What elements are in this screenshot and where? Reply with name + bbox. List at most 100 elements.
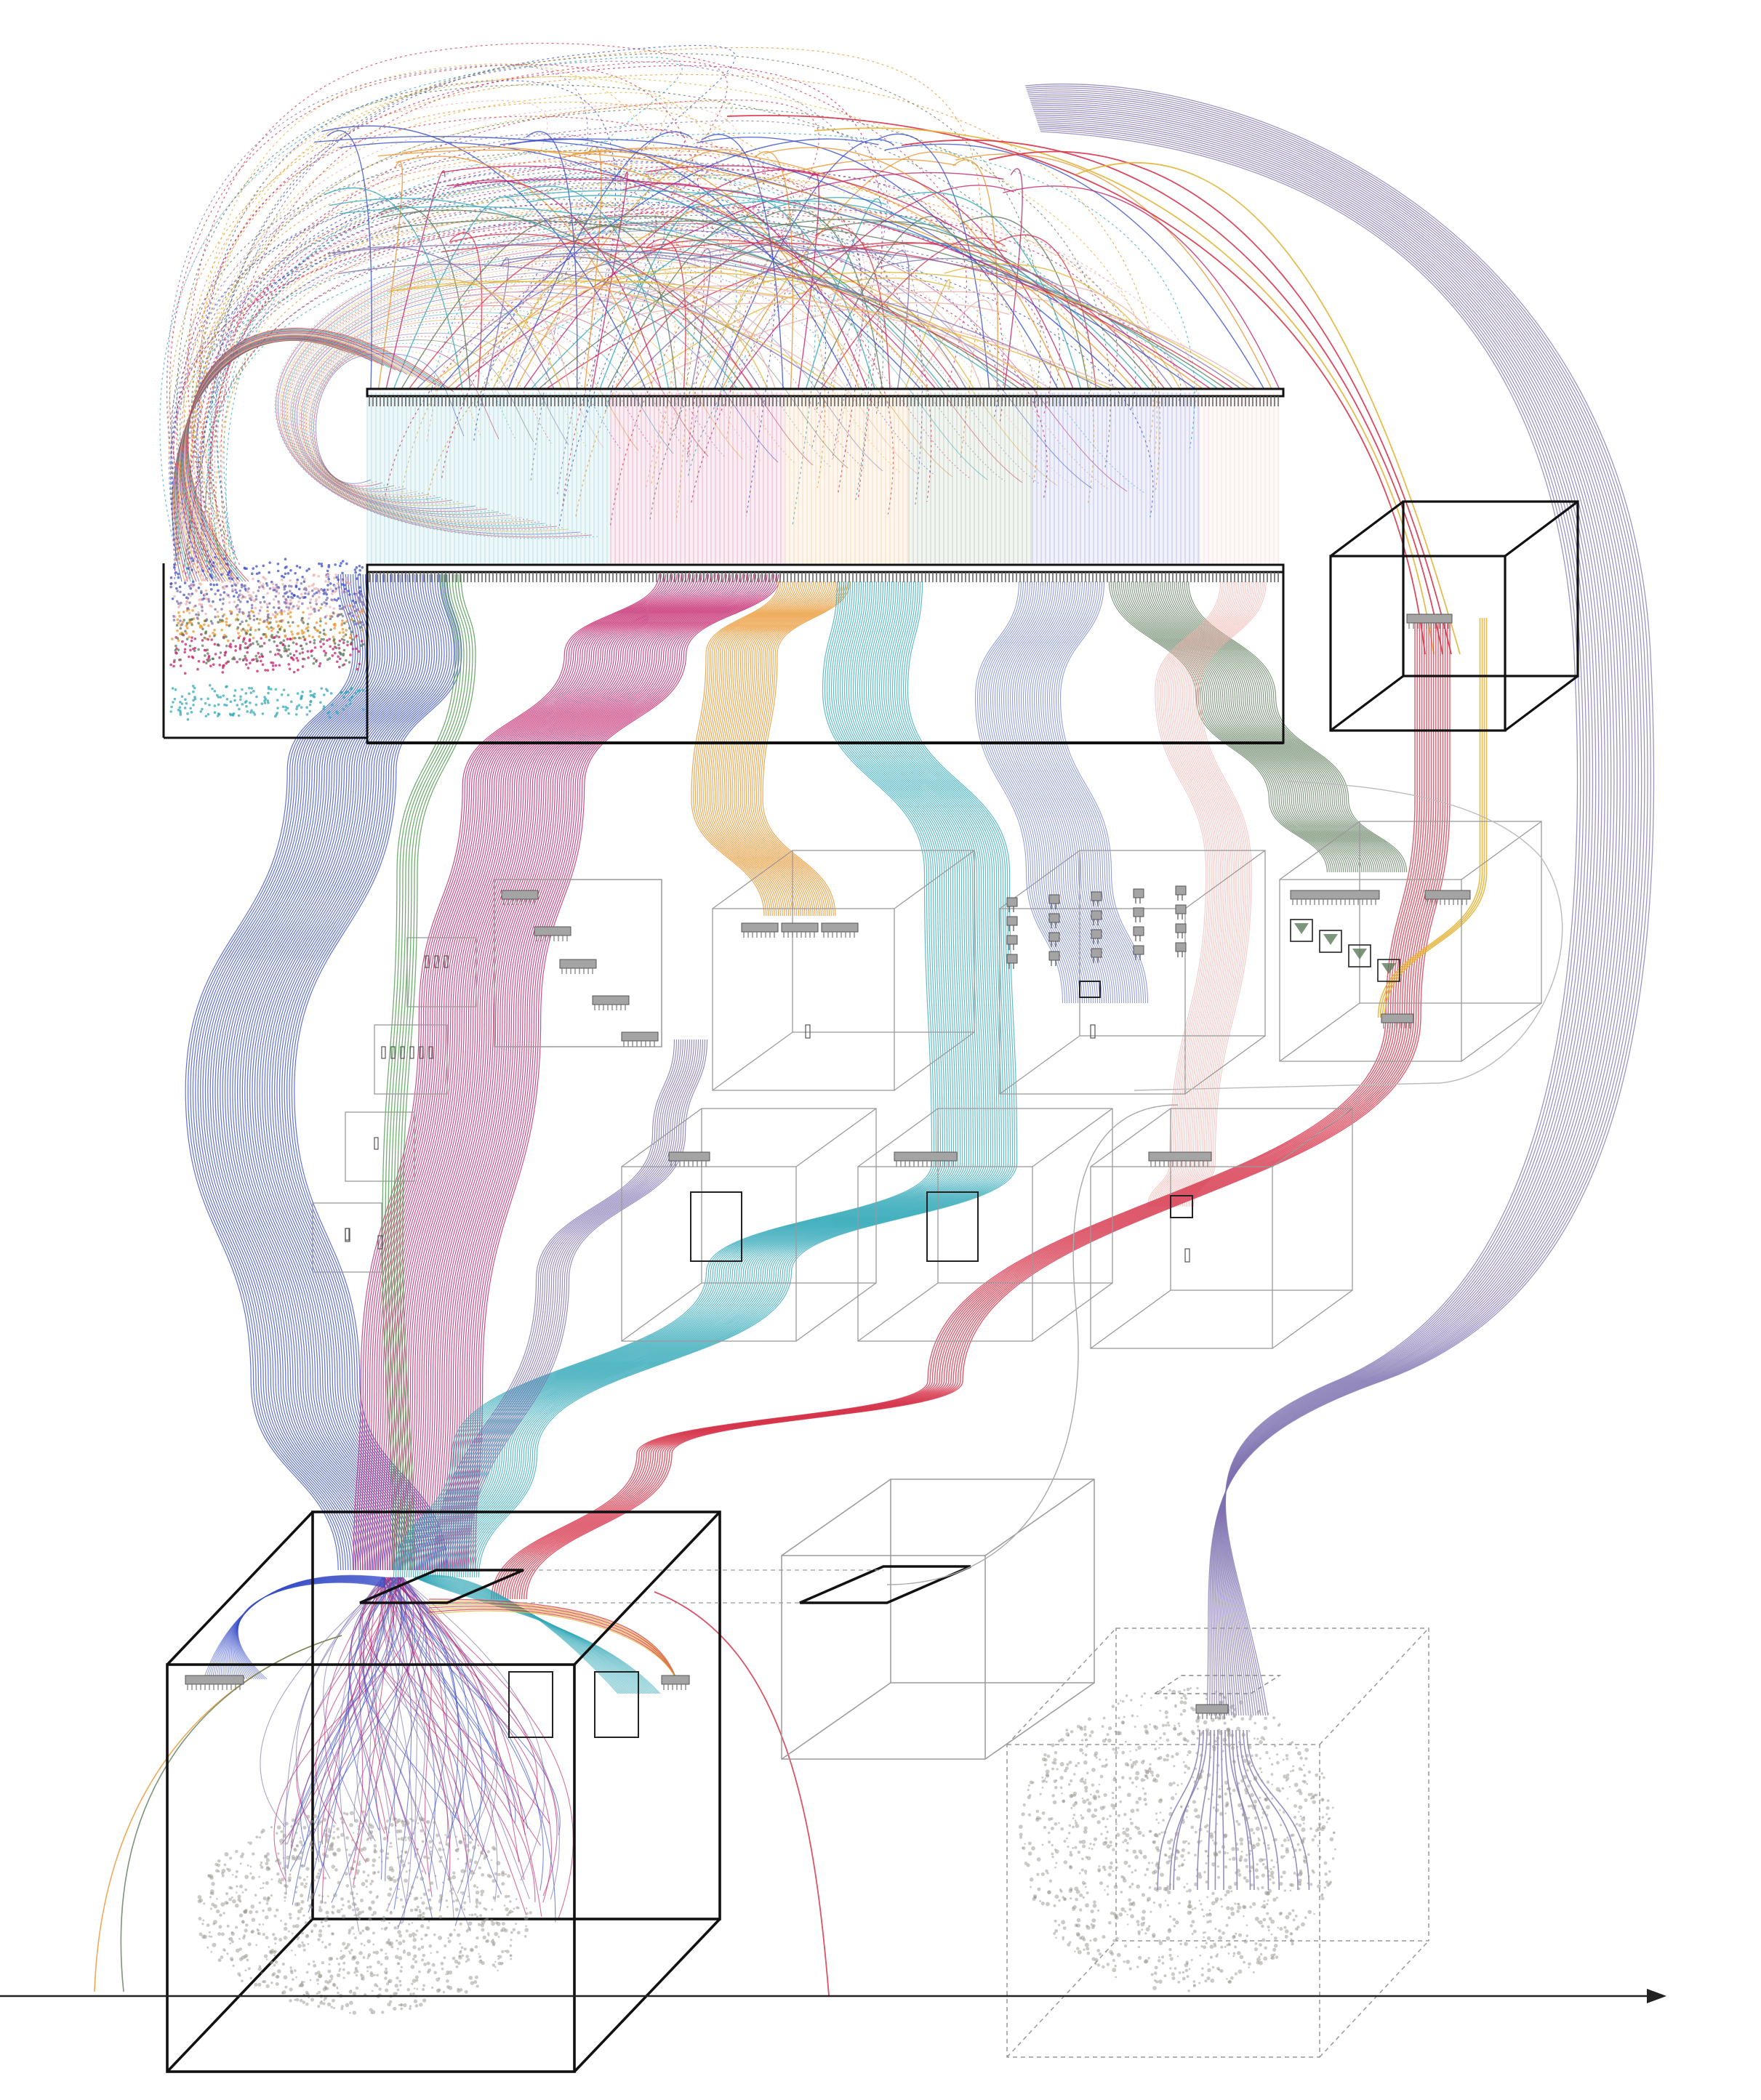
grey-cloud-point: [258, 1965, 262, 1968]
grey-cloud-point: [1183, 1859, 1186, 1862]
scatter-point: [306, 622, 310, 626]
scatter-point: [219, 593, 222, 597]
grey-cloud-point: [423, 1833, 427, 1835]
grey-cloud-point: [478, 1955, 482, 1958]
grey-cloud-point: [328, 1827, 331, 1830]
scatter-point: [244, 654, 246, 658]
orange-ribbon-strand: [719, 581, 808, 917]
grey-cloud-point: [366, 1957, 369, 1960]
scatter-point: [239, 695, 242, 699]
grey-cloud-point: [415, 1896, 419, 1900]
scatter-point: [340, 653, 342, 656]
spiral-swirl-loop: [295, 288, 796, 511]
scatter-point: [185, 632, 188, 635]
orange-ribbon-strand: [737, 581, 826, 917]
grey-cloud-point: [374, 1950, 380, 1955]
grey-cloud-point: [422, 1998, 427, 2003]
grey-cloud-point: [1032, 1894, 1038, 1899]
scatter-point: [204, 612, 207, 616]
scatter-point: [252, 591, 255, 594]
grey-cloud-point: [1243, 1915, 1245, 1918]
grey-cloud-point: [302, 1825, 307, 1830]
grey-cloud-point: [1109, 1840, 1112, 1844]
cube-edge: [166, 1510, 314, 1666]
grey-cloud-point: [410, 1965, 415, 1969]
grey-cloud-point: [475, 1838, 478, 1841]
grey-cloud-point: [1208, 1742, 1211, 1745]
grey-cloud-point: [394, 1955, 399, 1959]
grey-cloud-point: [420, 1945, 425, 1950]
grey-cloud-point: [1110, 1844, 1112, 1847]
scatter-point: [332, 611, 335, 614]
grey-cloud-point: [340, 1950, 342, 1952]
spiral-fan-arc: [624, 289, 777, 390]
pink-ribbon-strand: [1178, 581, 1252, 1207]
scatter-point: [333, 627, 336, 630]
grey-cloud-point: [1218, 1936, 1223, 1940]
scatter-point: [350, 688, 353, 691]
grey-cloud-point: [1302, 1764, 1305, 1766]
scatter-point: [315, 660, 318, 663]
scatter-point: [238, 608, 241, 611]
scatter-point: [361, 689, 365, 692]
scatter-point: [209, 560, 212, 563]
grey-cloud-point: [1046, 1902, 1050, 1907]
scatter-point: [317, 590, 321, 592]
grey-cloud-point: [1077, 1851, 1081, 1854]
grey-cloud-point: [1095, 1790, 1099, 1794]
grey-cloud-point: [1320, 1827, 1325, 1832]
grey-cloud-point: [285, 1864, 289, 1869]
grey-cloud-point: [464, 1990, 468, 1994]
magenta-ribbon-strand: [447, 574, 755, 1571]
scatter-point: [340, 691, 343, 694]
grey-cloud-point: [297, 1917, 300, 1920]
grey-cloud-point: [1150, 1910, 1152, 1913]
grey-cloud-point: [461, 1954, 465, 1958]
scatter-point: [244, 646, 246, 649]
grey-cloud-point: [284, 1896, 286, 1899]
grey-cloud-point: [262, 1909, 265, 1912]
spiral-dotted-arc: [215, 196, 721, 566]
grey-cloud-point: [1303, 1774, 1307, 1777]
scatter-point: [310, 584, 314, 587]
scatter-point: [216, 589, 220, 592]
grey-cloud-point: [1271, 1797, 1274, 1800]
scatter-point: [356, 622, 359, 625]
scatter-point: [338, 631, 341, 635]
grey-cloud-point: [1070, 1779, 1073, 1782]
grey-cloud-point: [1288, 1785, 1291, 1788]
scatter-point: [203, 648, 206, 652]
scatter-point: [273, 636, 276, 639]
cube-back-face: [890, 1479, 1095, 1683]
grey-cloud-point: [1245, 1934, 1248, 1937]
grey-cloud-point: [300, 1843, 304, 1847]
grey-cloud-point: [282, 1833, 287, 1838]
grey-cloud-point: [1200, 1945, 1203, 1948]
grey-cloud-point: [369, 1973, 374, 1978]
grey-cloud-point: [270, 1894, 273, 1897]
grey-cloud-point: [1136, 1715, 1139, 1718]
grey-cloud-point: [1180, 1806, 1183, 1809]
scatter-point: [202, 660, 206, 664]
grey-cloud-point: [1066, 1763, 1070, 1766]
scatter-point: [208, 567, 211, 571]
grey-cloud-point: [388, 1877, 393, 1881]
scatter-point: [236, 576, 239, 580]
grey-cloud-point: [408, 1923, 411, 1926]
scatter-point: [204, 715, 208, 717]
grey-cloud-point: [286, 1855, 290, 1860]
grey-cloud-point: [463, 1908, 466, 1911]
grey-cloud-point: [1062, 1936, 1065, 1939]
grey-cloud-point: [434, 1875, 437, 1878]
grey-cloud-point: [306, 1875, 309, 1878]
scatter-point: [179, 713, 182, 716]
blue-upper-strand: [1014, 581, 1103, 1004]
scatter-point: [286, 654, 289, 657]
grey-cloud-point: [387, 2002, 391, 2007]
grey-cloud-point: [1246, 1762, 1251, 1766]
magenta-ribbon-strand: [457, 574, 763, 1571]
grey-cloud-point: [1154, 1833, 1158, 1837]
grey-cloud-point: [1112, 1796, 1115, 1799]
grey-cloud-point: [348, 1950, 350, 1953]
grey-cloud-point: [408, 1869, 411, 1872]
